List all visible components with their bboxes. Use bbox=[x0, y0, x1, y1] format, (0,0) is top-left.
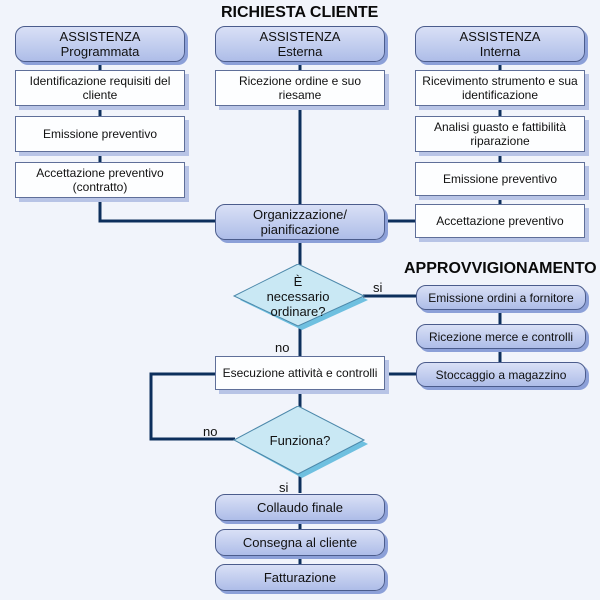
header-line1: ASSISTENZA bbox=[259, 29, 341, 44]
header-assistenza-interna[interactable]: ASSISTENZA Interna bbox=[415, 26, 585, 62]
label-no-ordinare: no bbox=[275, 340, 290, 355]
header-line2: Programmata bbox=[60, 44, 140, 59]
step-ricezione-merce[interactable]: Ricezione merce e controlli bbox=[416, 324, 586, 349]
header-assistenza-esterna[interactable]: ASSISTENZA Esterna bbox=[215, 26, 385, 62]
step-analisi-guasto[interactable]: Analisi guasto e fattibilità riparazione bbox=[415, 116, 585, 152]
step-emissione-preventivo-programmata[interactable]: Emissione preventivo bbox=[15, 116, 185, 152]
decision-ordinare-shape bbox=[232, 264, 368, 330]
step-collaudo-finale[interactable]: Collaudo finale bbox=[215, 494, 385, 521]
label-si-funziona: si bbox=[279, 480, 289, 495]
step-accettazione-preventivo-interna[interactable]: Accettazione preventivo bbox=[415, 204, 585, 238]
step-ricezione-ordine[interactable]: Ricezione ordine e suo riesame bbox=[215, 70, 385, 106]
header-assistenza-programmata[interactable]: ASSISTENZA Programmata bbox=[15, 26, 185, 62]
step-accettazione-preventivo-contratto[interactable]: Accettazione preventivo (contratto) bbox=[15, 162, 185, 198]
decision-ordinare[interactable]: È necessario ordinare? bbox=[266, 273, 330, 319]
title-richiesta-cliente: RICHIESTA CLIENTE bbox=[221, 4, 379, 21]
step-stoccaggio-magazzino[interactable]: Stoccaggio a magazzino bbox=[416, 362, 586, 387]
header-line1: ASSISTENZA bbox=[459, 29, 541, 44]
decision-funziona-shape bbox=[232, 406, 368, 478]
step-identificazione-requisiti[interactable]: Identificazione requisiti del cliente bbox=[15, 70, 185, 106]
step-organizzazione-pianificazione[interactable]: Organizzazione/ pianificazione bbox=[215, 204, 385, 240]
step-ricevimento-strumento[interactable]: Ricevimento strumento e sua identificazi… bbox=[415, 70, 585, 106]
step-consegna-cliente[interactable]: Consegna al cliente bbox=[215, 529, 385, 556]
decision-funziona[interactable]: Funziona? bbox=[269, 432, 331, 448]
header-line1: ASSISTENZA bbox=[59, 29, 141, 44]
header-line2: Esterna bbox=[277, 44, 323, 59]
header-line2: Interna bbox=[479, 44, 521, 59]
label-si-ordinare: si bbox=[373, 280, 383, 295]
label-no-funziona: no bbox=[203, 424, 218, 439]
step-emissione-preventivo-interna[interactable]: Emissione preventivo bbox=[415, 162, 585, 196]
step-emissione-ordini-fornitore[interactable]: Emissione ordini a fornitore bbox=[416, 285, 586, 310]
title-approvvigionamento: APPROVVIGIONAMENTO bbox=[404, 260, 597, 277]
step-esecuzione-attivita[interactable]: Esecuzione attività e controlli bbox=[215, 356, 385, 390]
step-fatturazione[interactable]: Fatturazione bbox=[215, 564, 385, 591]
